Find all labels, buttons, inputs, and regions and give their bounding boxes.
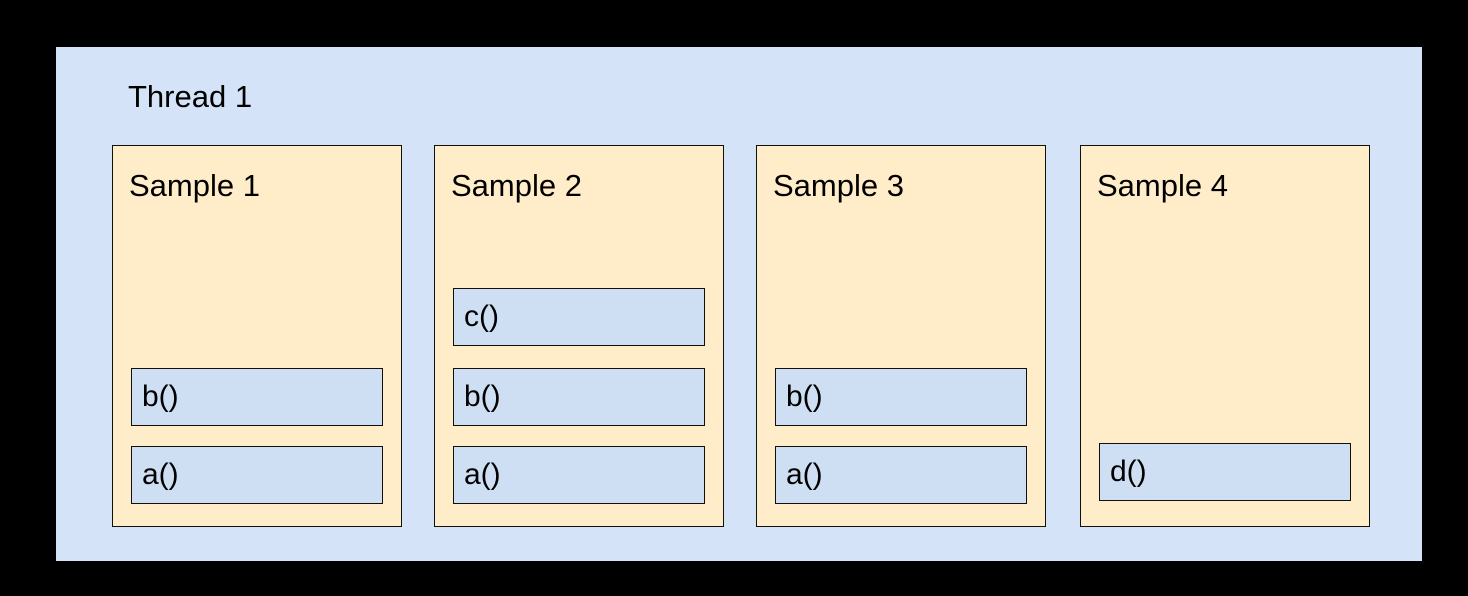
stack-frame[interactable]: b(): [131, 368, 383, 426]
sample-box-3[interactable]: Sample 3 b() a(): [756, 145, 1046, 527]
thread-title: Thread 1: [128, 79, 253, 114]
sample-title-2: Sample 2: [451, 168, 582, 203]
stack-frame-label: b(): [464, 380, 501, 413]
stack-frame-label: b(): [786, 380, 823, 413]
samples-row: Sample 1 b() a() Sample 2 c(): [112, 145, 1370, 527]
stack-frame[interactable]: a(): [131, 446, 383, 504]
stack-frame-label: a(): [786, 458, 823, 491]
frame-stack-3: b() a(): [775, 146, 1027, 526]
sample-box-1[interactable]: Sample 1 b() a(): [112, 145, 402, 527]
sample-title-1: Sample 1: [129, 168, 260, 203]
frame-stack-1: b() a(): [131, 146, 383, 526]
stack-frame[interactable]: d(): [1099, 443, 1351, 501]
stack-frame-label: a(): [142, 458, 179, 491]
frame-stack-4: d(): [1099, 146, 1351, 526]
stack-frame-label: c(): [464, 300, 499, 333]
stack-frame[interactable]: b(): [775, 368, 1027, 426]
frame-stack-2: c() b() a(): [453, 146, 705, 526]
stack-frame-label: d(): [1110, 455, 1147, 488]
stack-frame-label: b(): [142, 380, 179, 413]
stack-frame[interactable]: b(): [453, 368, 705, 426]
sample-title-4: Sample 4: [1097, 168, 1228, 203]
stack-frame-label: a(): [464, 458, 501, 491]
sample-box-2[interactable]: Sample 2 c() b() a(): [434, 145, 724, 527]
stack-frame[interactable]: a(): [453, 446, 705, 504]
stack-frame[interactable]: c(): [453, 288, 705, 346]
thread-panel: Thread 1 Sample 1 b() a() Sample 2: [56, 47, 1422, 561]
sample-box-4[interactable]: Sample 4 d(): [1080, 145, 1370, 527]
stack-frame[interactable]: a(): [775, 446, 1027, 504]
sample-title-3: Sample 3: [773, 168, 904, 203]
